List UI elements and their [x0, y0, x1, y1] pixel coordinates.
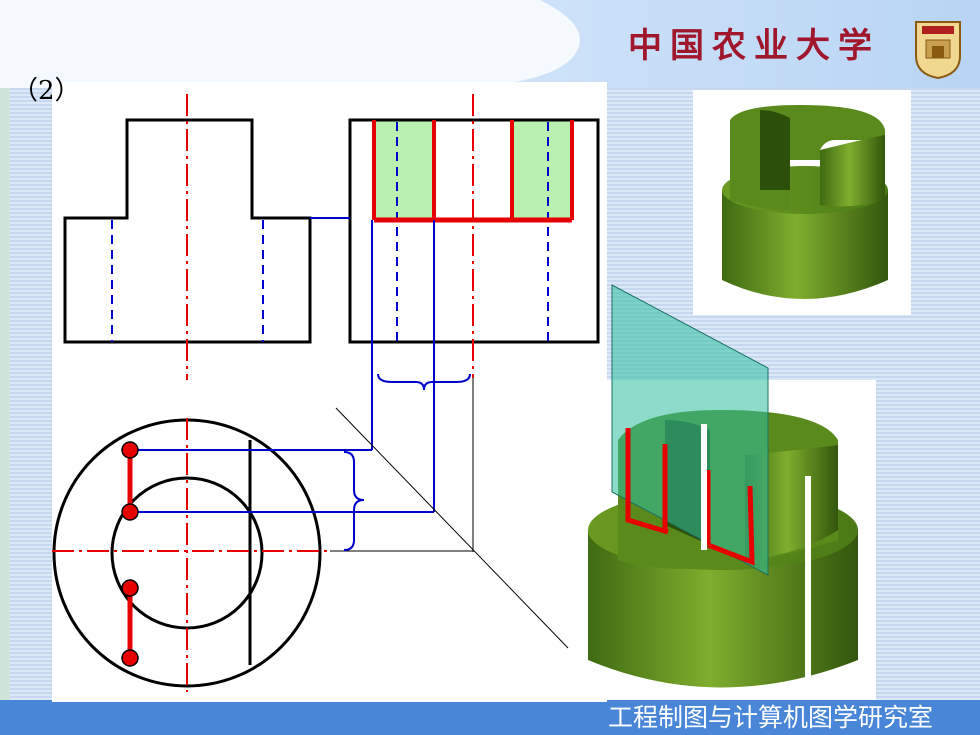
- bottom-banner: [0, 700, 980, 735]
- front-view: [63, 94, 312, 380]
- top-view: [52, 418, 473, 692]
- university-name: 中国农业大学: [628, 26, 880, 66]
- miter-line: [335, 407, 569, 649]
- banner-curve: [0, 0, 580, 88]
- university-seal-icon: [915, 21, 961, 80]
- cutting-plane: [611, 284, 769, 576]
- model-3d-cut: [588, 284, 876, 700]
- intersection-point-icon: [121, 441, 139, 667]
- left-accent: [0, 88, 10, 700]
- footer-department: 工程制图与计算机图学研究室: [608, 703, 934, 732]
- sub-question-label: （2）: [12, 76, 81, 106]
- model-3d-top: [693, 90, 911, 315]
- side-view: [310, 94, 600, 512]
